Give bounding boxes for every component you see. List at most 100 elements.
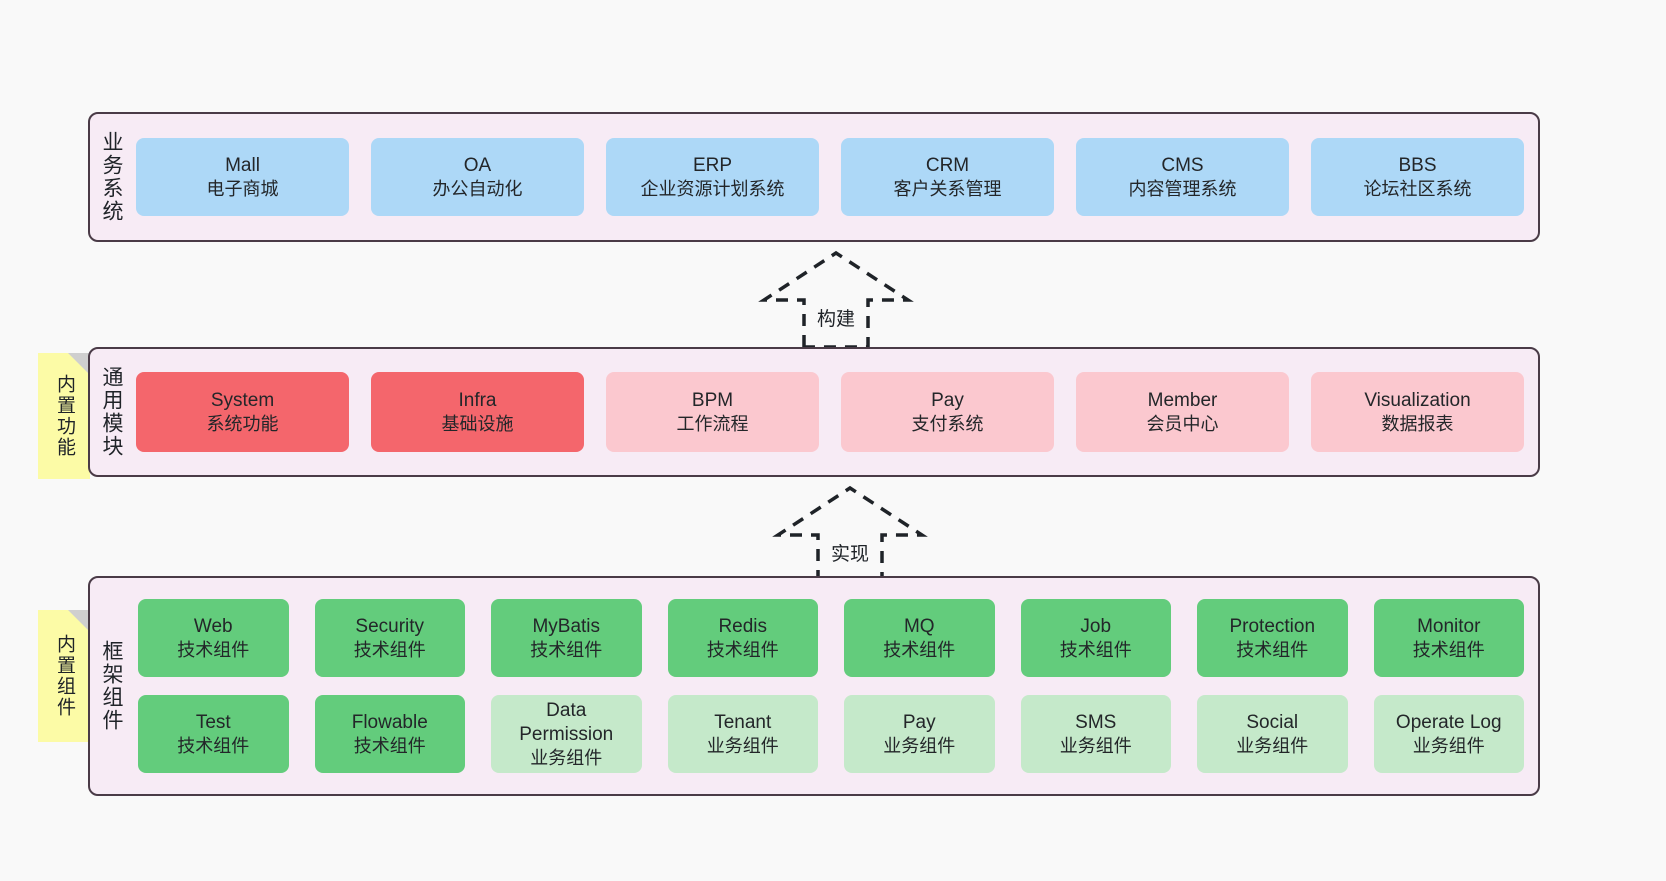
card-mybatis[interactable]: MyBatis 技术组件 xyxy=(491,599,642,677)
connector-build: 构建 xyxy=(746,247,926,357)
card-cms-name: CMS xyxy=(1161,154,1204,176)
layer-framework-components: 框架组件 Web 技术组件 Security 技术组件 MyBatis 技术组件… xyxy=(88,576,1540,796)
card-member-desc: 会员中心 xyxy=(1146,413,1219,434)
card-crm-name: CRM xyxy=(925,154,970,176)
card-oa[interactable]: OA 办公自动化 xyxy=(371,138,584,216)
card-oa-desc: 办公自动化 xyxy=(432,178,523,199)
card-crm[interactable]: CRM 客户关系管理 xyxy=(841,138,1054,216)
card-bbs-name: BBS xyxy=(1398,154,1437,176)
card-mall-name: Mall xyxy=(225,154,260,176)
card-data-permission-desc: 业务组件 xyxy=(530,747,603,768)
layer-title-modules: 通用模块 xyxy=(100,366,124,458)
card-sms[interactable]: SMS 业务组件 xyxy=(1020,695,1171,773)
card-security-name: Security xyxy=(355,615,425,637)
sticky-note-builtin-components: 内置组件 xyxy=(38,610,90,742)
card-pay-component[interactable]: Pay 业务组件 xyxy=(844,695,995,773)
card-web[interactable]: Web 技术组件 xyxy=(138,599,289,677)
card-test[interactable]: Test 技术组件 xyxy=(138,695,289,773)
card-sms-desc: 业务组件 xyxy=(1059,735,1132,756)
card-pay-module-name: Pay xyxy=(931,389,964,411)
layer-common-modules: 通用模块 System 系统功能 Infra 基础设施 BPM 工作流程 Pay… xyxy=(88,347,1540,477)
sticky-note-builtin-features: 内置功能 xyxy=(38,353,90,479)
card-member-name: Member xyxy=(1147,389,1218,411)
card-web-desc: 技术组件 xyxy=(177,639,250,660)
card-cms[interactable]: CMS 内容管理系统 xyxy=(1076,138,1289,216)
card-test-name: Test xyxy=(195,711,231,733)
card-erp-desc: 企业资源计划系统 xyxy=(640,178,785,199)
card-member[interactable]: Member 会员中心 xyxy=(1076,372,1289,452)
sticky-fold-corner-icon xyxy=(68,610,90,632)
card-data-permission-name: Data Permission xyxy=(519,700,614,745)
layer-body-framework: Web 技术组件 Security 技术组件 MyBatis 技术组件 Redi… xyxy=(132,578,1538,794)
card-tenant[interactable]: Tenant 业务组件 xyxy=(667,695,818,773)
card-social-desc: 业务组件 xyxy=(1236,735,1309,756)
card-bbs-desc: 论坛社区系统 xyxy=(1363,178,1472,199)
card-sms-name: SMS xyxy=(1075,711,1117,733)
card-monitor-desc: 技术组件 xyxy=(1412,639,1485,660)
card-infra-name: Infra xyxy=(458,389,497,411)
component-row-technical: Web 技术组件 Security 技术组件 MyBatis 技术组件 Redi… xyxy=(138,599,1524,677)
card-system-desc: 系统功能 xyxy=(206,413,279,434)
card-protection-desc: 技术组件 xyxy=(1236,639,1309,660)
card-data-permission[interactable]: Data Permission 业务组件 xyxy=(491,695,642,773)
card-erp[interactable]: ERP 企业资源计划系统 xyxy=(606,138,819,216)
card-visualization[interactable]: Visualization 数据报表 xyxy=(1311,372,1524,452)
card-pay-component-desc: 业务组件 xyxy=(883,735,956,756)
layer-title-business: 业务系统 xyxy=(100,131,124,223)
card-bpm-name: BPM xyxy=(691,389,734,411)
dashed-up-arrow-icon xyxy=(758,250,914,349)
layer-body-business: Mall 电子商城 OA 办公自动化 ERP 企业资源计划系统 CRM 客户关系… xyxy=(132,114,1538,240)
card-monitor[interactable]: Monitor 技术组件 xyxy=(1373,599,1524,677)
card-redis-desc: 技术组件 xyxy=(706,639,779,660)
card-protection[interactable]: Protection 技术组件 xyxy=(1197,599,1348,677)
card-oa-name: OA xyxy=(463,154,492,176)
card-operate-log-name: Operate Log xyxy=(1395,711,1502,733)
card-pay-component-name: Pay xyxy=(902,711,936,733)
card-pay-module-desc: 支付系统 xyxy=(911,413,984,434)
card-visualization-desc: 数据报表 xyxy=(1381,413,1454,434)
card-social[interactable]: Social 业务组件 xyxy=(1197,695,1348,773)
card-system[interactable]: System 系统功能 xyxy=(136,372,349,452)
card-job-desc: 技术组件 xyxy=(1059,639,1132,660)
card-social-name: Social xyxy=(1246,711,1299,733)
card-test-desc: 技术组件 xyxy=(177,735,250,756)
card-cms-desc: 内容管理系统 xyxy=(1128,178,1237,199)
sticky-note-builtin-components-label: 内置组件 xyxy=(53,634,75,718)
card-security-desc: 技术组件 xyxy=(353,639,426,660)
sticky-note-builtin-features-label: 内置功能 xyxy=(53,374,75,458)
card-monitor-name: Monitor xyxy=(1417,615,1481,637)
card-bbs[interactable]: BBS 论坛社区系统 xyxy=(1311,138,1524,216)
card-infra-desc: 基础设施 xyxy=(441,413,514,434)
card-operate-log[interactable]: Operate Log 业务组件 xyxy=(1373,695,1524,773)
card-redis-name: Redis xyxy=(718,615,768,637)
card-crm-desc: 客户关系管理 xyxy=(893,178,1002,199)
component-row-business: Test 技术组件 Flowable 技术组件 Data Permission … xyxy=(138,695,1524,773)
sticky-fold-corner-icon xyxy=(68,353,90,375)
card-redis[interactable]: Redis 技术组件 xyxy=(667,599,818,677)
card-mq-name: MQ xyxy=(903,615,935,637)
card-mybatis-name: MyBatis xyxy=(532,615,601,637)
card-visualization-name: Visualization xyxy=(1364,389,1471,411)
card-job-name: Job xyxy=(1080,615,1112,637)
card-bpm[interactable]: BPM 工作流程 xyxy=(606,372,819,452)
layer-title-framework: 框架组件 xyxy=(100,640,124,732)
card-web-name: Web xyxy=(193,615,233,637)
card-flowable[interactable]: Flowable 技术组件 xyxy=(314,695,465,773)
card-bpm-desc: 工作流程 xyxy=(676,413,749,434)
card-infra[interactable]: Infra 基础设施 xyxy=(371,372,584,452)
card-erp-name: ERP xyxy=(692,154,733,176)
card-flowable-name: Flowable xyxy=(351,711,428,733)
layer-body-modules: System 系统功能 Infra 基础设施 BPM 工作流程 Pay 支付系统… xyxy=(132,349,1538,475)
card-tenant-desc: 业务组件 xyxy=(706,735,779,756)
card-mybatis-desc: 技术组件 xyxy=(530,639,603,660)
card-mall[interactable]: Mall 电子商城 xyxy=(136,138,349,216)
card-system-name: System xyxy=(210,389,275,411)
card-security[interactable]: Security 技术组件 xyxy=(314,599,465,677)
card-job[interactable]: Job 技术组件 xyxy=(1020,599,1171,677)
card-protection-name: Protection xyxy=(1229,615,1316,637)
card-mq[interactable]: MQ 技术组件 xyxy=(844,599,995,677)
card-mall-desc: 电子商城 xyxy=(206,178,279,199)
card-pay-module[interactable]: Pay 支付系统 xyxy=(841,372,1054,452)
card-mq-desc: 技术组件 xyxy=(883,639,956,660)
